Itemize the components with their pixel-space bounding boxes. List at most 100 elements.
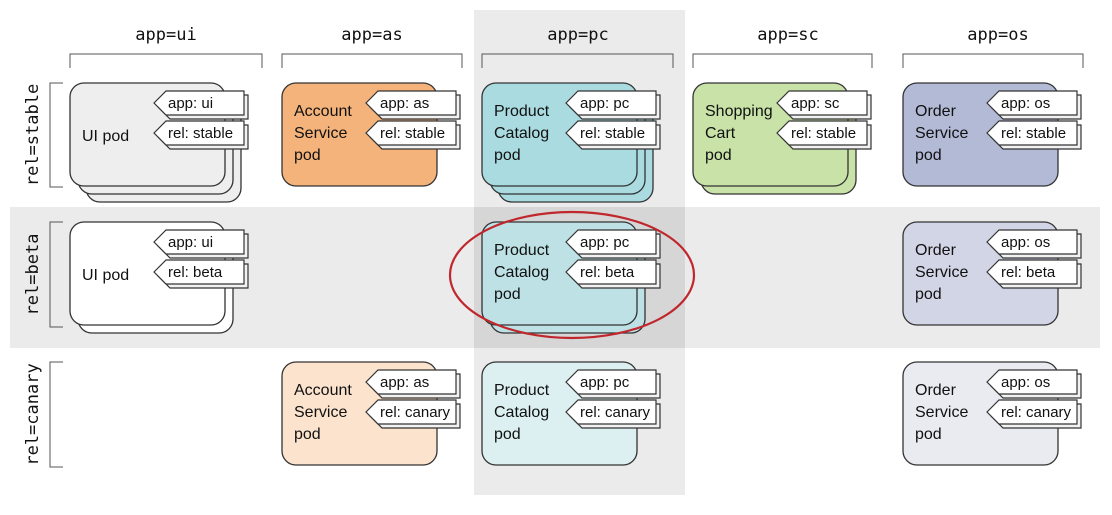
column-bracket-sc <box>692 53 873 68</box>
row-labels: rel=stable rel=beta rel=canary <box>23 82 63 468</box>
pod-as-canary-rel-label-text: rel: canary <box>380 404 451 421</box>
pod-pc-stable-title-2: pod <box>494 147 521 164</box>
highlight-ellipse <box>448 210 696 340</box>
pod-pc-stable-rel-label-text: rel: stable <box>580 125 645 142</box>
pod-pc-stable-rel-label-body <box>565 120 657 146</box>
column-bracket-ui <box>69 53 263 68</box>
pod-pc-stable-app-label-text: app: pc <box>580 95 630 112</box>
pod-pc-beta-app-label-text: app: pc <box>580 234 630 251</box>
column-header-as: app=as <box>341 25 402 45</box>
pod-os-beta-title-2: pod <box>915 286 942 303</box>
pod-as-stable-rel-label-text: rel: stable <box>380 125 445 142</box>
pod-os-stable-title-2: pod <box>915 147 942 164</box>
column-header-pc: app=pc <box>547 25 608 45</box>
pod-os-stable-title-1: Service <box>915 125 968 142</box>
pod-pc-canary-app-label-body <box>565 369 657 395</box>
pod-pc-beta-rel-label-text: rel: beta <box>580 264 635 281</box>
pod-ui-stable-rel-label: rel: stable <box>153 120 249 150</box>
pod-pc-beta-app-label: app: pc <box>565 229 661 259</box>
pod-os-beta-rel-label-text: rel: beta <box>1001 264 1056 281</box>
pod-as-canary-title-1: Service <box>294 404 347 421</box>
pod-as-stable-title-2: pod <box>294 147 321 164</box>
row-label-beta: rel=beta <box>23 234 43 316</box>
pod-as-canary-rel-label-body <box>365 399 457 425</box>
pod-os-beta-title-1: Service <box>915 264 968 281</box>
pod-sc-stable-title-2: pod <box>705 147 732 164</box>
pod-os-stable-app-label: app: os <box>986 90 1082 120</box>
pod-as-stable-title-0: Account <box>294 103 352 120</box>
row-label-canary: rel=canary <box>23 363 43 465</box>
pod-sc-stable-app-label-body <box>776 90 868 116</box>
pod-pc-canary-rel-label-body <box>565 399 657 425</box>
pod-sc-stable-rel-label-text: rel: stable <box>791 125 856 142</box>
pod-pc-canary-title-1: Catalog <box>494 404 549 421</box>
pod-pc-canary-title-2: pod <box>494 426 521 443</box>
pod-ui-stable-app-label-body <box>153 90 245 116</box>
pod-sc-stable-title-0: Shopping <box>705 103 773 120</box>
pod-pc-canary-rel-label-text: rel: canary <box>580 404 651 421</box>
pod-os-canary-title-1: Service <box>915 404 968 421</box>
pod-os-canary-rel-label-body <box>986 399 1078 425</box>
pod-os-canary-app-label: app: os <box>986 369 1082 399</box>
pod-ui-beta-app-label: app: ui <box>153 229 249 259</box>
row-bracket-canary <box>49 361 63 468</box>
pod-pc-stable-rel-label: rel: stable <box>565 120 661 150</box>
pod-ui-beta-app-label-text: app: ui <box>168 234 213 251</box>
column-bracket-os <box>902 53 1084 68</box>
column-header-os: app=os <box>967 25 1028 45</box>
pod-os-beta-app-label-text: app: os <box>1001 234 1050 251</box>
column-bracket-pc <box>481 53 674 68</box>
pod-sc-stable-title-1: Cart <box>705 125 736 142</box>
pod-os-beta-title-0: Order <box>915 242 957 259</box>
pod-as-stable-title-1: Service <box>294 125 347 142</box>
pod-pc-canary-title-0: Product <box>494 382 550 399</box>
pod-os-stable-title-0: Order <box>915 103 957 120</box>
pod-pc-stable-app-label-body <box>565 90 657 116</box>
pod-as-stable-app-label-text: app: as <box>380 95 429 112</box>
pod-sc-stable-rel-label-body <box>776 120 868 146</box>
pod-pc-canary-app-label: app: pc <box>565 369 661 399</box>
highlight-layer <box>448 210 696 340</box>
pod-os-canary-rel-label-text: rel: canary <box>1001 404 1072 421</box>
pod-ui-beta-rel-label-text: rel: beta <box>168 264 223 281</box>
pod-os-beta-app-label: app: os <box>986 229 1082 259</box>
pod-ui-stable-title-0: UI pod <box>82 128 129 145</box>
pod-pc-stable-title-1: Catalog <box>494 125 549 142</box>
pod-as-stable-rel-label-body <box>365 120 457 146</box>
pod-sc-stable-app-label: app: sc <box>776 90 872 120</box>
pod-ui-beta-rel-label: rel: beta <box>153 259 249 289</box>
pod-pc-stable-title-0: Product <box>494 103 550 120</box>
row-bracket-beta <box>49 221 63 328</box>
pod-pc-beta-rel-label: rel: beta <box>565 259 661 289</box>
pod-os-canary-title-0: Order <box>915 382 957 399</box>
pod-os-stable-rel-label-text: rel: stable <box>1001 125 1066 142</box>
pod-pc-beta-title-1: Catalog <box>494 264 549 281</box>
column-header-ui: app=ui <box>135 25 196 45</box>
pod-os-beta-rel-label-body <box>986 259 1078 285</box>
pod-ui-stable-rel-label-body <box>153 120 245 146</box>
pod-ui-stable-rel-label-text: rel: stable <box>168 125 233 142</box>
pod-pc-canary-app-label-text: app: pc <box>580 374 630 391</box>
pod-pc-beta-app-label-body <box>565 229 657 255</box>
pod-as-canary-app-label-text: app: as <box>380 374 429 391</box>
pod-os-beta-app-label-body <box>986 229 1078 255</box>
pod-as-stable-app-label-body <box>365 90 457 116</box>
pod-as-canary-app-label-body <box>365 369 457 395</box>
pod-as-canary-app-label: app: as <box>365 369 461 399</box>
pod-as-canary-title-0: Account <box>294 382 352 399</box>
pod-pc-stable-app-label: app: pc <box>565 90 661 120</box>
row-label-stable: rel=stable <box>23 84 43 186</box>
pod-os-stable-rel-label: rel: stable <box>986 120 1082 150</box>
